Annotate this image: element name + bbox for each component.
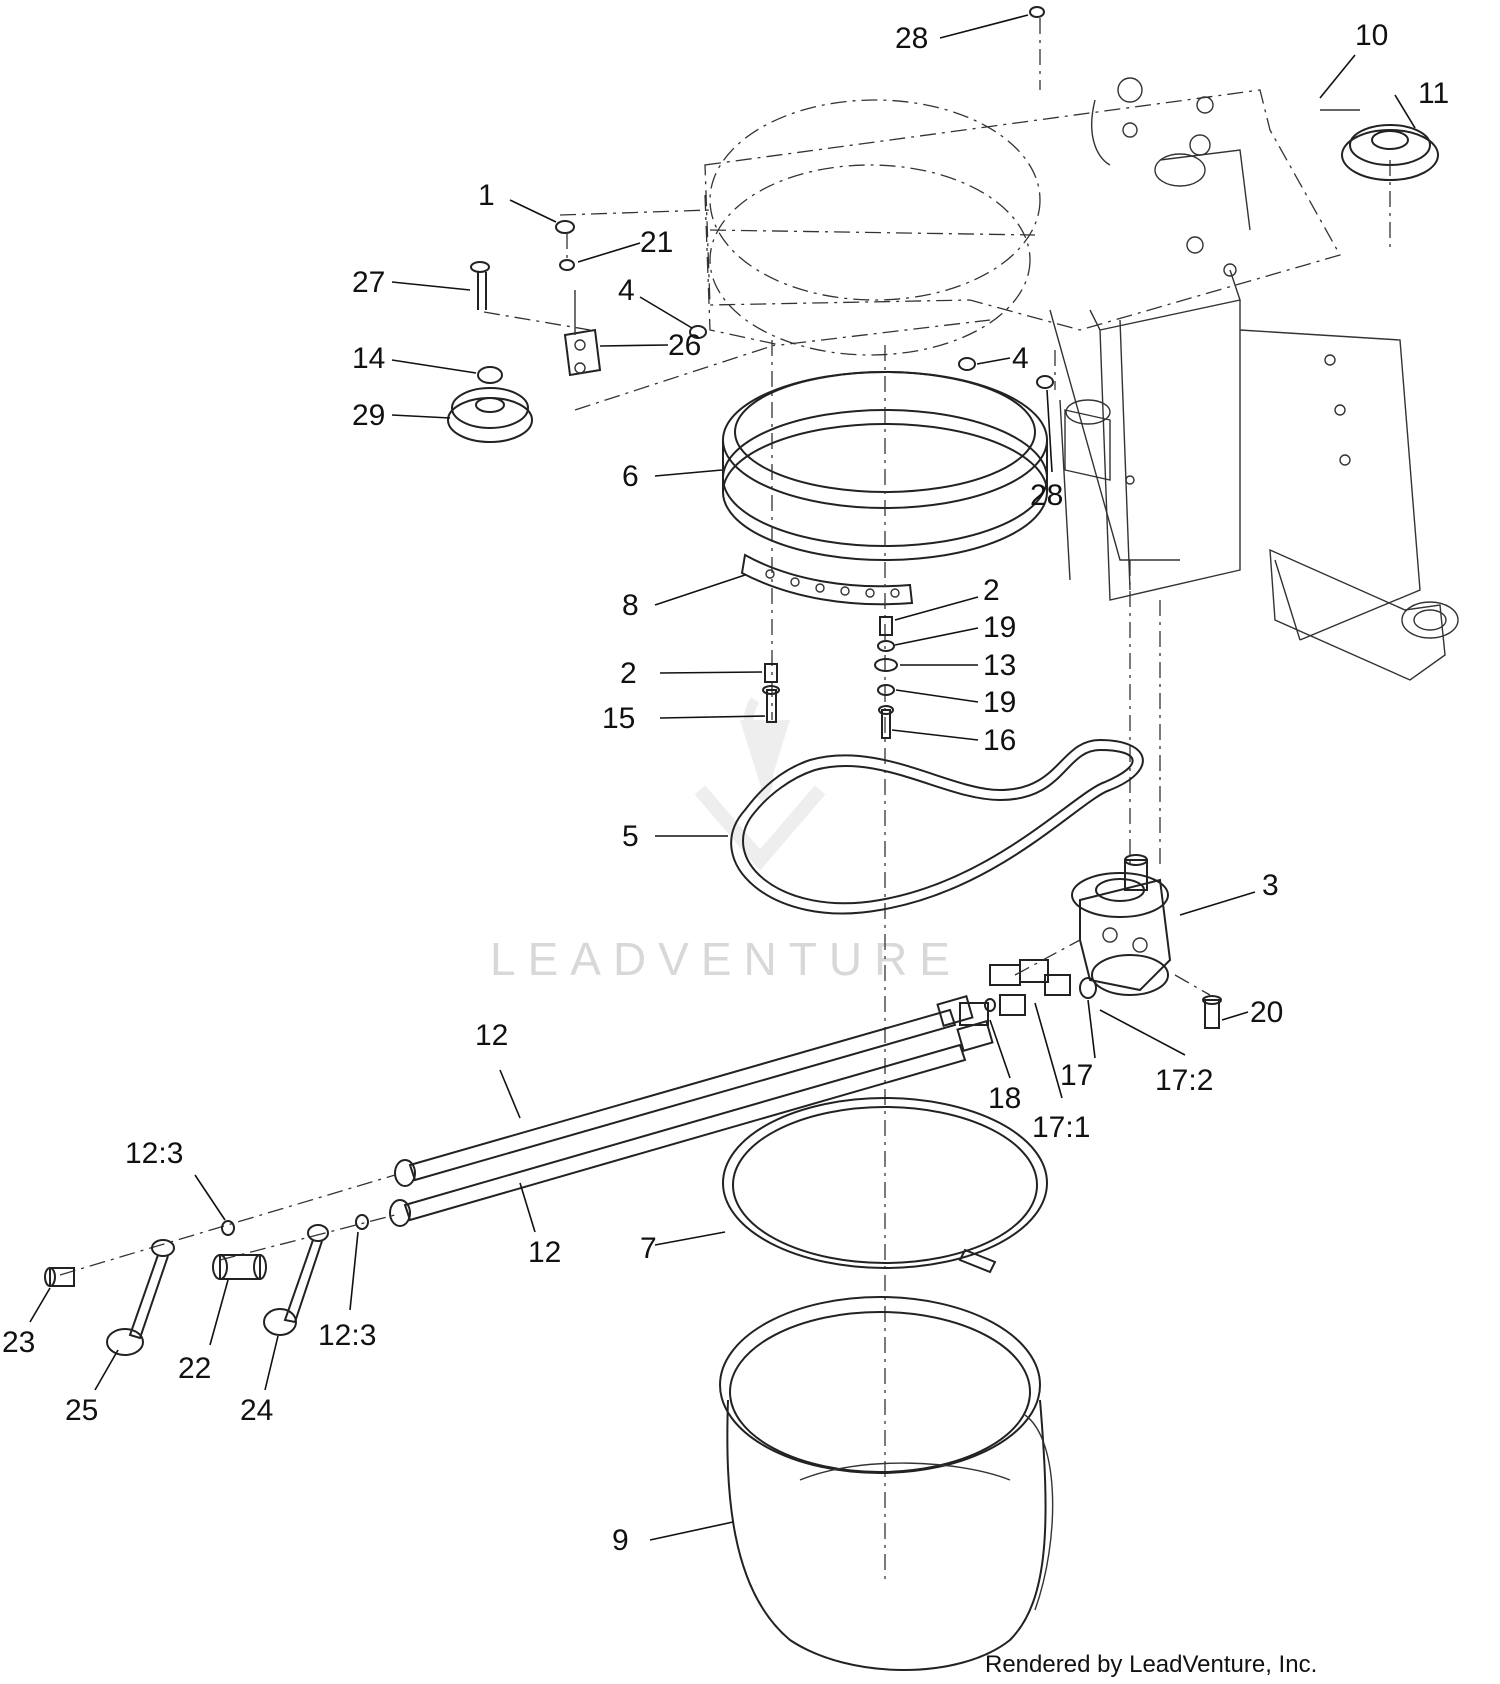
callout-5: 5 — [622, 820, 639, 853]
bearing-strip-8-icon — [740, 553, 914, 606]
callout-7: 7 — [640, 1232, 657, 1265]
callout-13: 13 — [983, 649, 1016, 682]
callout-17: 17 — [1060, 1059, 1093, 1092]
callout-10: 10 — [1355, 19, 1388, 52]
bolt-20-icon — [1174, 974, 1222, 1029]
nut-28b-icon — [1036, 375, 1054, 389]
callout-18: 18 — [988, 1082, 1021, 1115]
spacer-14-icon — [477, 366, 503, 384]
belt-5-icon — [730, 738, 1144, 915]
callout-4a: 4 — [618, 274, 635, 307]
callout-19a: 19 — [983, 611, 1016, 644]
pulley-11-icon — [1320, 109, 1439, 250]
watermark-text: LEADVENTURE — [490, 933, 962, 985]
callout-25: 25 — [65, 1394, 98, 1427]
watermark: LEADVENTURE — [490, 697, 962, 985]
callout-3: 3 — [1262, 869, 1279, 902]
callout-21: 21 — [640, 226, 673, 259]
callout-8: 8 — [622, 589, 639, 622]
hardware-stack-icon — [762, 616, 898, 739]
callout-26: 26 — [668, 329, 701, 362]
hose-12-icon — [389, 995, 994, 1227]
callout-11: 11 — [1418, 77, 1449, 110]
callout-22: 22 — [178, 1352, 211, 1385]
fittings-icon — [959, 939, 1097, 1026]
callout-12-3a: 12:3 — [125, 1137, 183, 1170]
o-ring-12-3a-icon — [221, 1220, 235, 1236]
callout-24: 24 — [240, 1394, 273, 1427]
credit-text: Rendered by LeadVenture, Inc. — [985, 1651, 1317, 1678]
idler-pulley-29-icon — [447, 366, 533, 443]
callout-2b: 2 — [983, 574, 1000, 607]
callout-12b: 12 — [528, 1236, 561, 1269]
fitting-23-icon — [44, 1267, 75, 1287]
callout-12a: 12 — [475, 1019, 508, 1052]
callout-2a: 2 — [620, 657, 637, 690]
callout-19b: 19 — [983, 686, 1016, 719]
callout-14: 14 — [352, 342, 385, 375]
callout-28b: 28 — [1030, 479, 1063, 512]
callout-16: 16 — [983, 724, 1016, 757]
callout-17-1: 17:1 — [1032, 1111, 1090, 1144]
callout-23: 23 — [2, 1326, 35, 1359]
callout-20: 20 — [1250, 996, 1283, 1029]
coupler-22-icon — [212, 1254, 267, 1280]
mounting-frame — [704, 77, 1459, 681]
callout-27: 27 — [352, 266, 385, 299]
callout-4b: 4 — [1012, 342, 1029, 375]
dust-plug-24-icon — [263, 1224, 329, 1336]
band-clamp-7-icon — [722, 1097, 1048, 1274]
callout-1: 1 — [478, 179, 495, 212]
callout-29: 29 — [352, 399, 385, 432]
bracket-26-icon — [563, 290, 602, 377]
hydraulic-motor-3-icon — [1071, 854, 1172, 996]
washer-1-icon — [555, 220, 575, 234]
nut-4a-icon — [689, 325, 707, 339]
callout-28a: 28 — [895, 22, 928, 55]
callout-17-2: 17:2 — [1155, 1064, 1213, 1097]
leader-lines — [29, 14, 1416, 1541]
callout-labels: 28 10 11 1 21 27 4 14 26 29 4 28 6 8 2 2… — [2, 19, 1449, 1557]
callout-12-3b: 12:3 — [318, 1319, 376, 1352]
o-ring-12-3b-icon — [355, 1214, 369, 1230]
bolt-27-icon — [470, 261, 591, 331]
nut-28a-icon — [1029, 6, 1045, 18]
bowl-9-icon — [719, 1296, 1054, 1671]
nut-4b-icon — [958, 357, 976, 371]
dust-cap-25-icon — [106, 1239, 175, 1356]
callout-6: 6 — [622, 460, 639, 493]
callout-15: 15 — [602, 702, 635, 735]
nut-21-icon — [559, 259, 575, 271]
callout-9: 9 — [612, 1524, 629, 1557]
